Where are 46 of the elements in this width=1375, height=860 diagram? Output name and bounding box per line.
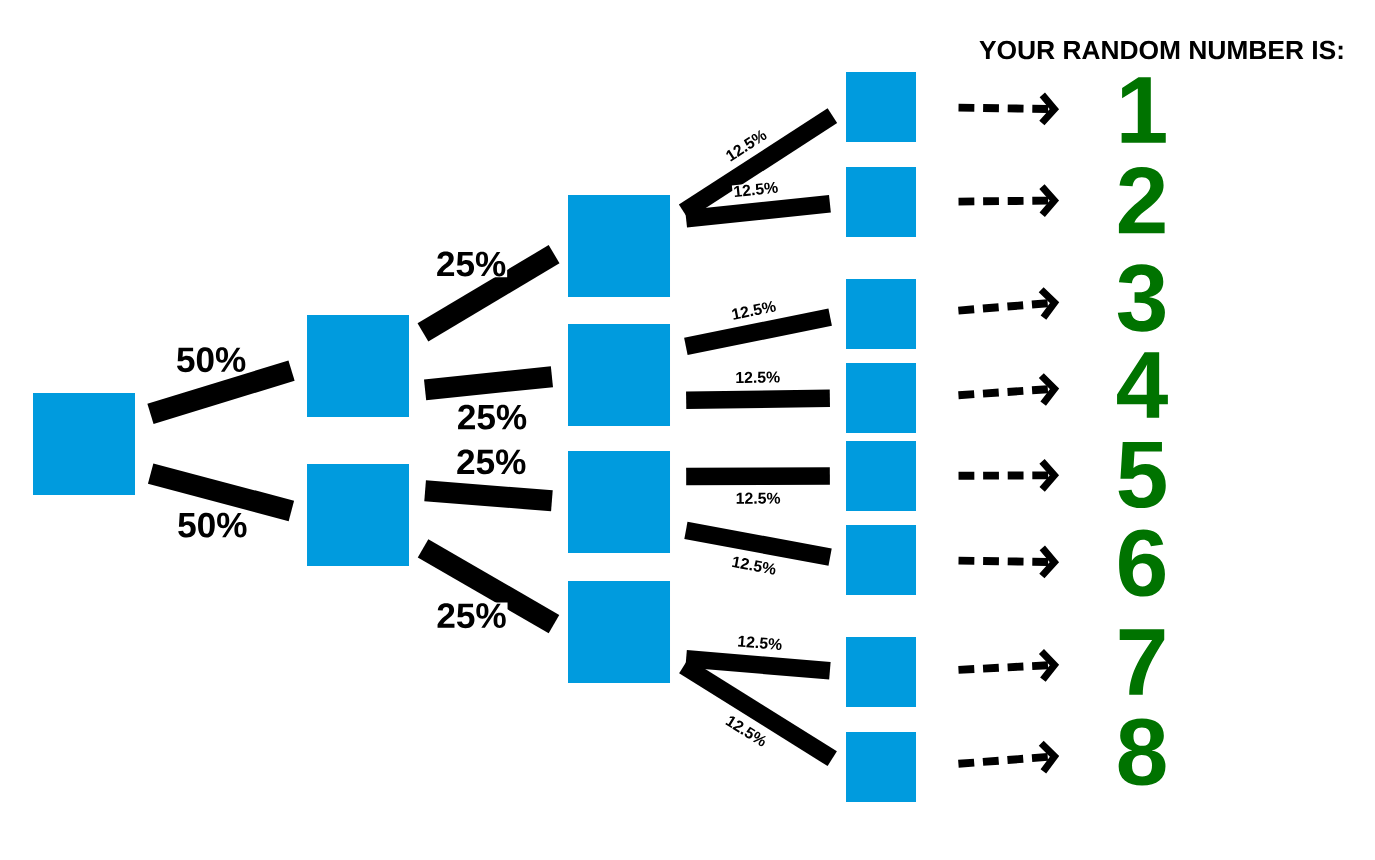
square-box bbox=[568, 195, 670, 297]
branch-bar bbox=[424, 480, 553, 512]
result-number: 4 bbox=[1117, 352, 1168, 418]
result-number: 8 bbox=[1118, 718, 1166, 786]
result-number: 7 bbox=[1119, 629, 1165, 695]
branch-bar bbox=[147, 463, 295, 522]
edge-label: 50% bbox=[176, 511, 249, 539]
result-number: 2 bbox=[1118, 166, 1165, 234]
edge-label: 12.5% bbox=[729, 554, 779, 576]
square-box bbox=[846, 363, 916, 433]
square-box bbox=[846, 441, 916, 511]
square-box bbox=[846, 525, 916, 595]
edge-label: 25% bbox=[455, 448, 528, 476]
edge-label: 25% bbox=[455, 403, 529, 431]
edge-label: 12.5% bbox=[729, 299, 778, 322]
square-box bbox=[846, 637, 916, 707]
branch-bar bbox=[147, 360, 295, 424]
square-box bbox=[568, 581, 670, 683]
result-number: 3 bbox=[1117, 264, 1165, 332]
result-number: 1 bbox=[1121, 77, 1166, 143]
square-box bbox=[846, 732, 916, 802]
square-box bbox=[307, 464, 409, 566]
branch-bar bbox=[686, 389, 830, 410]
edge-label: 25% bbox=[435, 602, 508, 630]
square-box bbox=[33, 393, 135, 495]
edge-label: 25% bbox=[435, 250, 508, 278]
square-box bbox=[307, 315, 409, 417]
branch-bar bbox=[684, 308, 832, 355]
edge-label: 50% bbox=[175, 346, 248, 374]
square-box bbox=[846, 279, 916, 349]
square-box bbox=[846, 72, 916, 142]
branch-bar bbox=[685, 650, 831, 680]
branch-bar bbox=[424, 366, 554, 401]
square-box bbox=[846, 167, 916, 237]
branch-bar bbox=[417, 245, 560, 342]
result-number: 6 bbox=[1119, 529, 1165, 597]
edge-label: 12.5% bbox=[731, 180, 780, 199]
branch-bar bbox=[684, 521, 832, 566]
branch-bar bbox=[686, 467, 830, 486]
branch-bar bbox=[417, 539, 560, 634]
square-box bbox=[568, 324, 670, 426]
result-number: 5 bbox=[1118, 441, 1166, 509]
heading: YOUR RANDOM NUMBER IS: bbox=[979, 40, 1343, 60]
square-box bbox=[568, 451, 670, 553]
branch-bar bbox=[685, 194, 831, 228]
edge-label: 12.5% bbox=[736, 634, 784, 652]
